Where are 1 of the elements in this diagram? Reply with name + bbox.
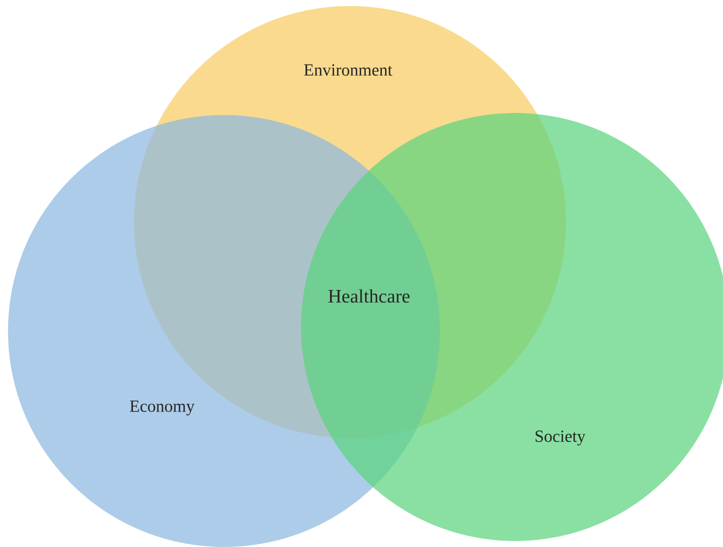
- region-label: Healthcare: [328, 289, 410, 303]
